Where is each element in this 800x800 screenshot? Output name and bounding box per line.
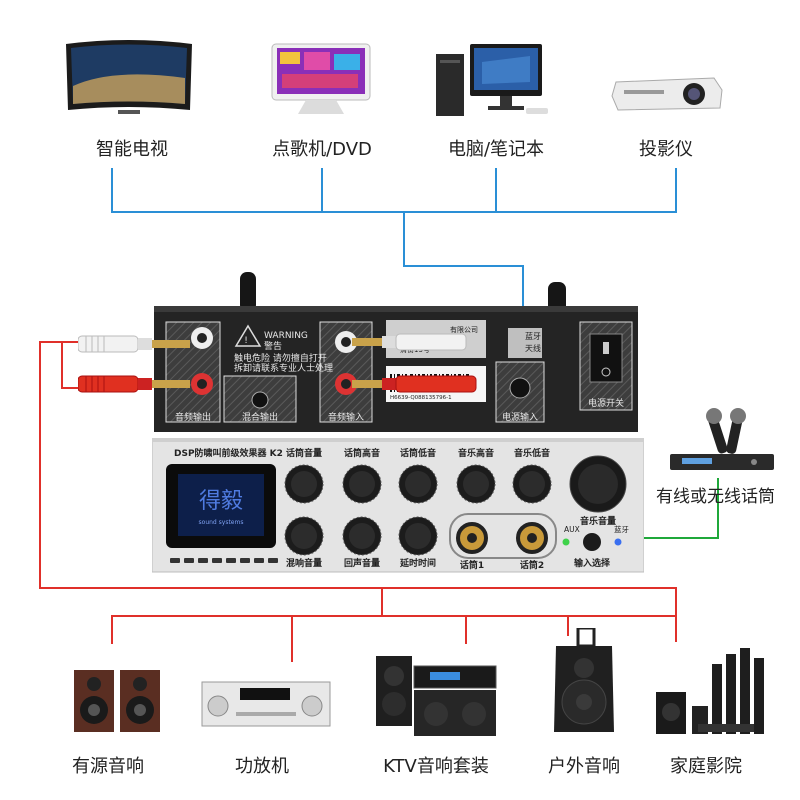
source-label-computer: 电脑/笔记本: [447, 139, 545, 160]
music-volume-label: 音乐音量: [580, 515, 616, 527]
mic1-label: 话筒1: [460, 559, 484, 571]
input-rca-cables-icon: [352, 333, 477, 393]
mic2-label: 话筒2: [520, 559, 544, 571]
warning-icon: [234, 324, 262, 347]
barcode-text: H6639-Q088135796-1: [390, 395, 452, 401]
source-label-projector: 投影仪: [639, 139, 693, 160]
warning-line-1: 触电危险 请勿擅自打开: [234, 352, 327, 364]
home-theater-icon: [656, 648, 764, 734]
bt-label: 蓝牙: [614, 524, 629, 534]
mic-label: 有线或无线话筒: [656, 487, 775, 507]
rear-panel: ! 音频输出 混合输出 音频输入 电源输入 电源开关 WARNING 警告 触电…: [154, 272, 638, 432]
source-label-karaoke: 点歌机/DVD: [272, 139, 372, 160]
output-label-home-theater: 家庭影院: [670, 756, 742, 777]
antenna-icon: [240, 272, 256, 312]
source-label-tv: 智能电视: [96, 139, 168, 160]
active-speakers-icon: [74, 670, 160, 732]
computer-icon: [436, 44, 548, 116]
brand-logo: 得毅: [199, 489, 243, 514]
knob-row-top: [284, 464, 552, 504]
audio-out-label: 音频输出: [175, 411, 211, 423]
wireless-microphone-icon: [670, 408, 774, 470]
bluetooth-label-1: 蓝牙: [525, 331, 541, 341]
knob-label-mic-volume: 话筒音量: [286, 447, 322, 459]
karaoke-machine-icon: [271, 43, 371, 114]
tv-icon: [66, 40, 192, 114]
knob-label-reverb: 混响音量: [286, 557, 322, 569]
output-label-speakers: 有源音响: [72, 756, 144, 777]
knob-label-echo: 回声音量: [344, 557, 380, 569]
output-label-ktv: KTV音响套装: [383, 756, 489, 777]
bluetooth-label-2: 天线: [525, 343, 541, 353]
input-select-label: 输入选择: [574, 557, 611, 569]
input-select-button: [583, 533, 601, 551]
warning-title: WARNING: [264, 331, 308, 341]
company-line: 有限公司: [450, 325, 478, 334]
knob-row-bottom: [284, 516, 438, 556]
warning-cn: 警告: [264, 340, 282, 352]
warning-line-2: 拆卸请联系专业人士处理: [234, 362, 333, 374]
svg-text:!: !: [244, 336, 248, 346]
outdoor-speaker-icon: [554, 628, 614, 732]
ktv-speaker-set-icon: [376, 656, 497, 736]
power-in-label: 电源输入: [502, 411, 538, 423]
brand-sub: sound systems: [199, 519, 244, 526]
bt-led: [614, 538, 622, 546]
knob-label-music-treble: 音乐高音: [458, 447, 494, 459]
mix-out-label: 混合输出: [242, 411, 278, 423]
output-label-amplifier: 功放机: [235, 756, 289, 777]
knob-label-mic-bass: 话筒低音: [400, 447, 436, 459]
front-panel: DSP防啸叫前级效果器 K2 得毅 sound systems 话筒音量 话筒高…: [152, 438, 644, 573]
model-label: DSP防啸叫前级效果器 K2: [174, 447, 283, 459]
knob-label-mic-treble: 话筒高音: [344, 447, 380, 459]
audio-in-label: 音频输入: [328, 411, 364, 423]
power-switch-icon: [589, 333, 623, 383]
output-label-outdoor: 户外音响: [548, 756, 620, 777]
knob-label-delay: 延时时间: [399, 557, 436, 569]
aux-led: [562, 538, 570, 546]
aux-label: AUX: [564, 525, 580, 534]
output-lines: [39, 341, 677, 662]
projector-icon: [611, 77, 723, 111]
power-switch-label: 电源开关: [588, 397, 624, 409]
output-rca-cables-icon: [78, 335, 190, 393]
amplifier-icon: [201, 681, 331, 727]
knob-label-music-bass: 音乐低音: [514, 447, 550, 459]
